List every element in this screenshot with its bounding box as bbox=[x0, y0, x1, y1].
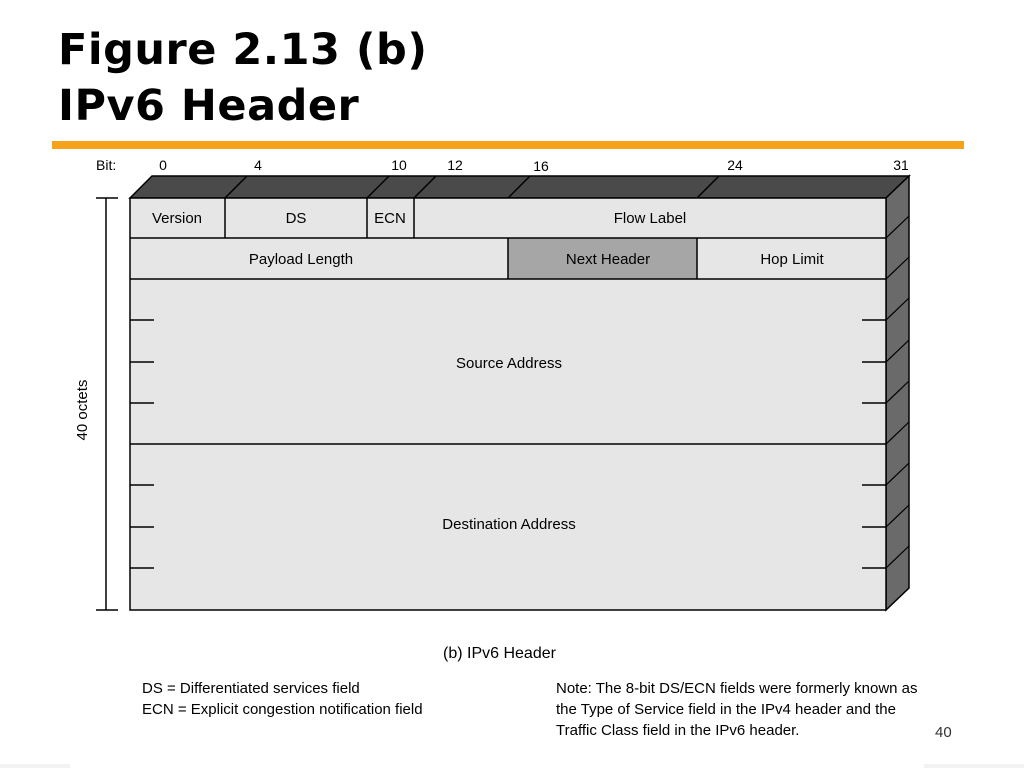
figure-caption: (b) IPv6 Header bbox=[443, 645, 556, 662]
octets-bracket bbox=[96, 197, 118, 611]
field-payload-length: Payload Length bbox=[249, 251, 353, 268]
top-face-divider bbox=[507, 175, 531, 199]
field-destination-address: Destination Address bbox=[442, 516, 575, 533]
top-face-divider bbox=[224, 175, 248, 199]
field-ecn: ECN bbox=[374, 210, 406, 227]
slide-title: Figure 2.13 (b) IPv6 Header bbox=[58, 22, 428, 134]
bit-label: Bit: bbox=[96, 157, 116, 173]
diagram-side-face bbox=[885, 174, 910, 612]
address-word-ticks bbox=[130, 319, 886, 569]
bit-tick: 16 bbox=[533, 158, 549, 174]
bit-tick: 12 bbox=[447, 157, 463, 173]
page-number: 40 bbox=[935, 724, 952, 741]
title-line-1: Figure 2.13 (b) bbox=[58, 25, 428, 75]
field-next-header: Next Header bbox=[566, 251, 650, 268]
field-source-address: Source Address bbox=[456, 355, 562, 372]
figure-note: Note: The 8-bit DS/ECN fields were forme… bbox=[556, 680, 918, 739]
octets-label: 40 octets bbox=[74, 380, 91, 441]
top-face-divider bbox=[413, 175, 437, 199]
footer-bar-right bbox=[924, 764, 1024, 768]
top-face-divider bbox=[696, 175, 720, 199]
field-flow-label: Flow Label bbox=[614, 210, 687, 227]
legend-item: ECN = Explicit congestion notification f… bbox=[142, 701, 423, 718]
bit-tick: 24 bbox=[727, 157, 743, 173]
bit-tick: 0 bbox=[159, 157, 167, 173]
legend-item: DS = Differentiated services field bbox=[142, 680, 360, 697]
bit-tick: 10 bbox=[391, 157, 407, 173]
title-line-2: IPv6 Header bbox=[58, 81, 360, 131]
abbreviation-legend: DS = Differentiated services field ECN =… bbox=[142, 678, 423, 720]
field-dividers bbox=[130, 198, 886, 445]
footer-bar-left bbox=[0, 764, 70, 768]
field-hop-limit: Hop Limit bbox=[760, 251, 824, 268]
side-face-hatches bbox=[885, 215, 910, 569]
top-face-divider bbox=[366, 175, 390, 199]
bit-tick: 31 bbox=[893, 157, 909, 173]
bit-tick: 4 bbox=[254, 157, 262, 173]
field-ds: DS bbox=[286, 210, 307, 227]
next-header-cell bbox=[508, 238, 697, 279]
field-version: Version bbox=[152, 210, 202, 227]
title-underline bbox=[52, 141, 964, 149]
